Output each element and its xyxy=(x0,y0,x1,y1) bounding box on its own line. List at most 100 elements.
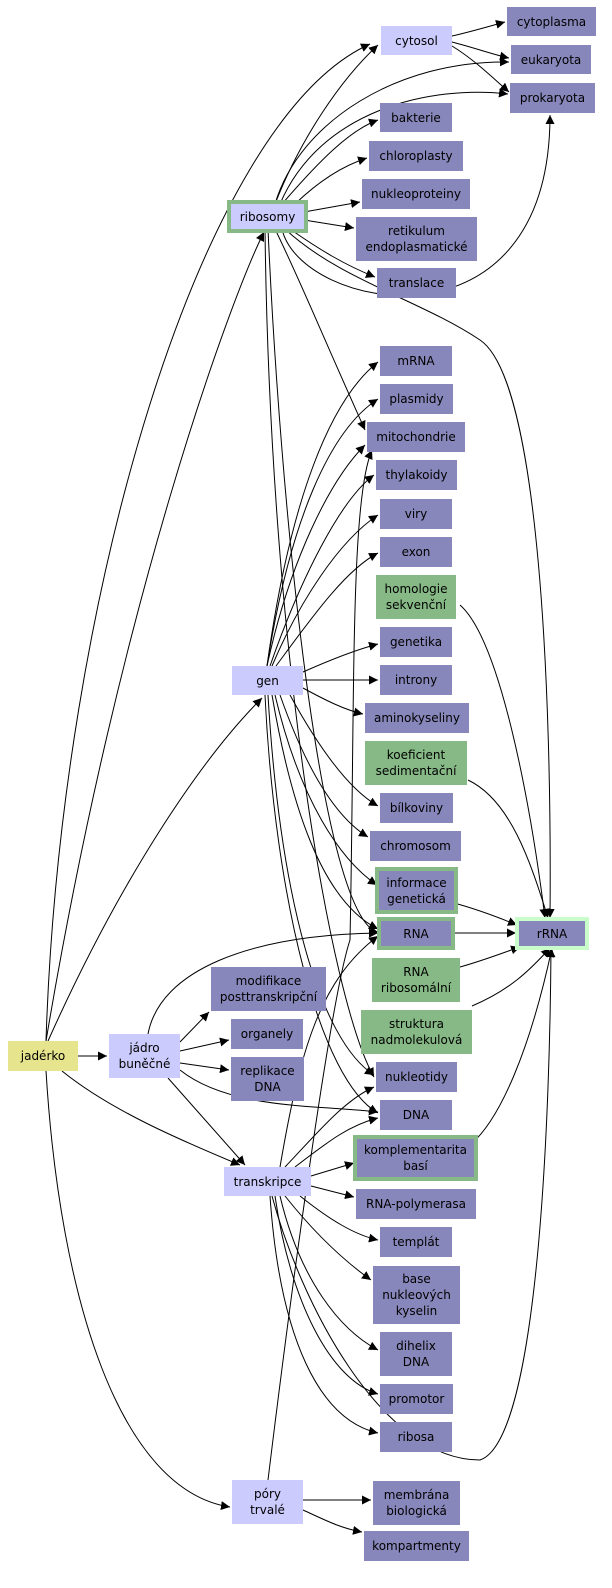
edge-ribosomy-prokaryota xyxy=(279,88,509,205)
node-replikace[interactable]: replikace DNA xyxy=(231,1057,304,1101)
node-modifikace[interactable]: modifikace posttranskripční xyxy=(211,967,326,1011)
node-plasmidy[interactable]: plasmidy xyxy=(380,384,453,414)
node-rrna[interactable]: rRNA xyxy=(515,917,589,950)
node-ribosomy[interactable]: ribosomy xyxy=(227,200,308,233)
node-introny[interactable]: introny xyxy=(380,665,452,695)
node-homologie[interactable]: homologie sekvenční xyxy=(376,575,456,619)
node-jadro-bunecne[interactable]: jádro buněčné xyxy=(109,1034,180,1078)
node-kompartmenty[interactable]: kompartmenty xyxy=(364,1531,469,1561)
edge-ribosomy-eukaryota xyxy=(274,57,510,205)
edge-transkripce-komplementarita xyxy=(310,1161,355,1177)
node-komplementarita[interactable]: komplementarita basí xyxy=(353,1135,478,1181)
edge-transkripce-base xyxy=(284,1195,372,1281)
edge-jaderko-cytosol xyxy=(45,43,371,1042)
node-prokaryota[interactable]: prokaryota xyxy=(510,83,595,113)
node-bilkoviny[interactable]: bílkoviny xyxy=(380,793,453,823)
edge-gen-thylakoidy xyxy=(269,474,375,667)
edge-gen-genetika xyxy=(302,641,379,673)
edge-gen-exon xyxy=(275,552,379,667)
edge-transkripce-nukleotidy xyxy=(284,1086,375,1168)
edge-transkripce-dihelix xyxy=(279,1195,379,1351)
edge-informace-rrna xyxy=(453,902,518,926)
edge-homologie-rrna xyxy=(459,604,549,919)
node-pory-trvale[interactable]: póry trvalé xyxy=(232,1480,303,1524)
node-rna-ribosomalni[interactable]: RNA ribosomální xyxy=(372,958,460,1002)
edge-ribosomy-nukleotidy xyxy=(264,228,375,1078)
node-gen[interactable]: gen xyxy=(232,666,303,695)
edge-gen-informace xyxy=(274,694,378,886)
node-mrna[interactable]: mRNA xyxy=(380,346,452,376)
edge-jadro-transkripce xyxy=(167,1077,246,1166)
node-ribosa[interactable]: ribosa xyxy=(380,1422,452,1452)
node-nukleoproteiny[interactable]: nukleoproteiny xyxy=(362,179,470,209)
node-struktura[interactable]: struktura nadmolekulová xyxy=(361,1010,472,1054)
node-transkripce[interactable]: transkripce xyxy=(224,1167,311,1196)
edge-jadro-organely xyxy=(179,1037,230,1052)
node-dna[interactable]: DNA xyxy=(380,1100,452,1130)
edge-pory-mitochondrie xyxy=(267,449,373,1481)
node-koeficient[interactable]: koeficient sedimentační xyxy=(365,741,467,785)
node-jaderko[interactable]: jadérko xyxy=(8,1041,78,1071)
node-nukleotidy[interactable]: nukleotidy xyxy=(376,1062,457,1092)
edge-transkripce-rnapolymerasa xyxy=(310,1185,355,1200)
edge-jaderko-transkripce xyxy=(61,1070,241,1166)
node-thylakoidy[interactable]: thylakoidy xyxy=(376,460,457,490)
node-genetika[interactable]: genetika xyxy=(380,627,452,657)
node-mitochondrie[interactable]: mitochondrie xyxy=(367,422,465,452)
edge-jaderko-gen xyxy=(47,697,263,1042)
edge-ribosomy-rrna xyxy=(284,228,555,919)
edge-jaderko-ribosomy xyxy=(45,231,265,1042)
edge-transkripce-templat xyxy=(299,1195,379,1243)
node-viry[interactable]: viry xyxy=(380,499,452,529)
edge-ribosomy-retikulum xyxy=(303,219,355,232)
node-informace[interactable]: informace genetická xyxy=(375,867,458,914)
node-membrana[interactable]: membrána biologická xyxy=(373,1481,460,1525)
edge-gen-mitochondrie xyxy=(266,444,366,667)
node-dihelix[interactable]: dihelix DNA xyxy=(380,1332,452,1376)
node-templat[interactable]: templát xyxy=(380,1227,452,1257)
edge-transkripce-rna xyxy=(279,935,379,1168)
edge-pory-kompartmenty xyxy=(302,1509,363,1535)
node-eukaryota[interactable]: eukaryota xyxy=(511,45,591,74)
edge-gen-aminokyseliny xyxy=(302,687,364,717)
edge-koeficient-rrna xyxy=(467,779,550,919)
node-promotor[interactable]: promotor xyxy=(380,1384,453,1414)
edge-transkripce-ribosa xyxy=(269,1195,379,1436)
node-bakterie[interactable]: bakterie xyxy=(380,103,452,132)
edge-cytosol-eukaryota xyxy=(451,41,510,61)
edge-transkripce-dna xyxy=(294,1115,379,1168)
edge-jadro-replikace xyxy=(179,1062,230,1074)
edge-jadro-rna xyxy=(147,928,379,1035)
node-base[interactable]: base nukleových kyselin xyxy=(373,1266,460,1324)
edge-gen-plasmidy xyxy=(266,398,379,667)
edge-gen-chromosom xyxy=(279,694,369,838)
edge-cytosol-cytoplasma xyxy=(451,19,506,37)
edge-cytosol-prokaryota xyxy=(451,45,510,93)
node-aminokyseliny[interactable]: aminokyseliny xyxy=(365,703,469,733)
edge-gen-mrna xyxy=(266,361,379,667)
edge-ribosomy-bakterie xyxy=(281,118,379,205)
edge-ribosomy-cytosol xyxy=(274,44,379,205)
node-translace[interactable]: translace xyxy=(377,268,456,298)
node-exon[interactable]: exon xyxy=(380,537,452,567)
node-rna[interactable]: RNA xyxy=(377,917,455,950)
node-chromosom[interactable]: chromosom xyxy=(370,831,461,861)
node-chloroplasty[interactable]: chloroplasty xyxy=(369,141,463,171)
edge-gen-nukleotidy xyxy=(267,694,375,1076)
edge-komplementarita-rrna xyxy=(469,947,555,1146)
edge-ribosomy-mitochondrie xyxy=(274,228,366,431)
node-organely[interactable]: organely xyxy=(231,1019,303,1049)
node-retikulum[interactable]: retikulum endoplasmatické xyxy=(356,217,477,261)
edge-transkripce-rrna xyxy=(271,947,556,1461)
node-cytoplasma[interactable]: cytoplasma xyxy=(507,7,596,36)
edge-gen-bilkoviny xyxy=(289,694,379,807)
node-rna-polymerasa[interactable]: RNA-polymerasa xyxy=(356,1189,476,1219)
edge-gen-viry xyxy=(271,514,379,667)
node-cytosol[interactable]: cytosol xyxy=(381,26,452,55)
edge-jaderko-pory xyxy=(45,1070,231,1511)
edge-ribosomy-nukleoproteiny xyxy=(303,199,361,213)
edge-rnaribo-rrna xyxy=(459,945,521,968)
edge-gen-rna xyxy=(271,694,379,930)
